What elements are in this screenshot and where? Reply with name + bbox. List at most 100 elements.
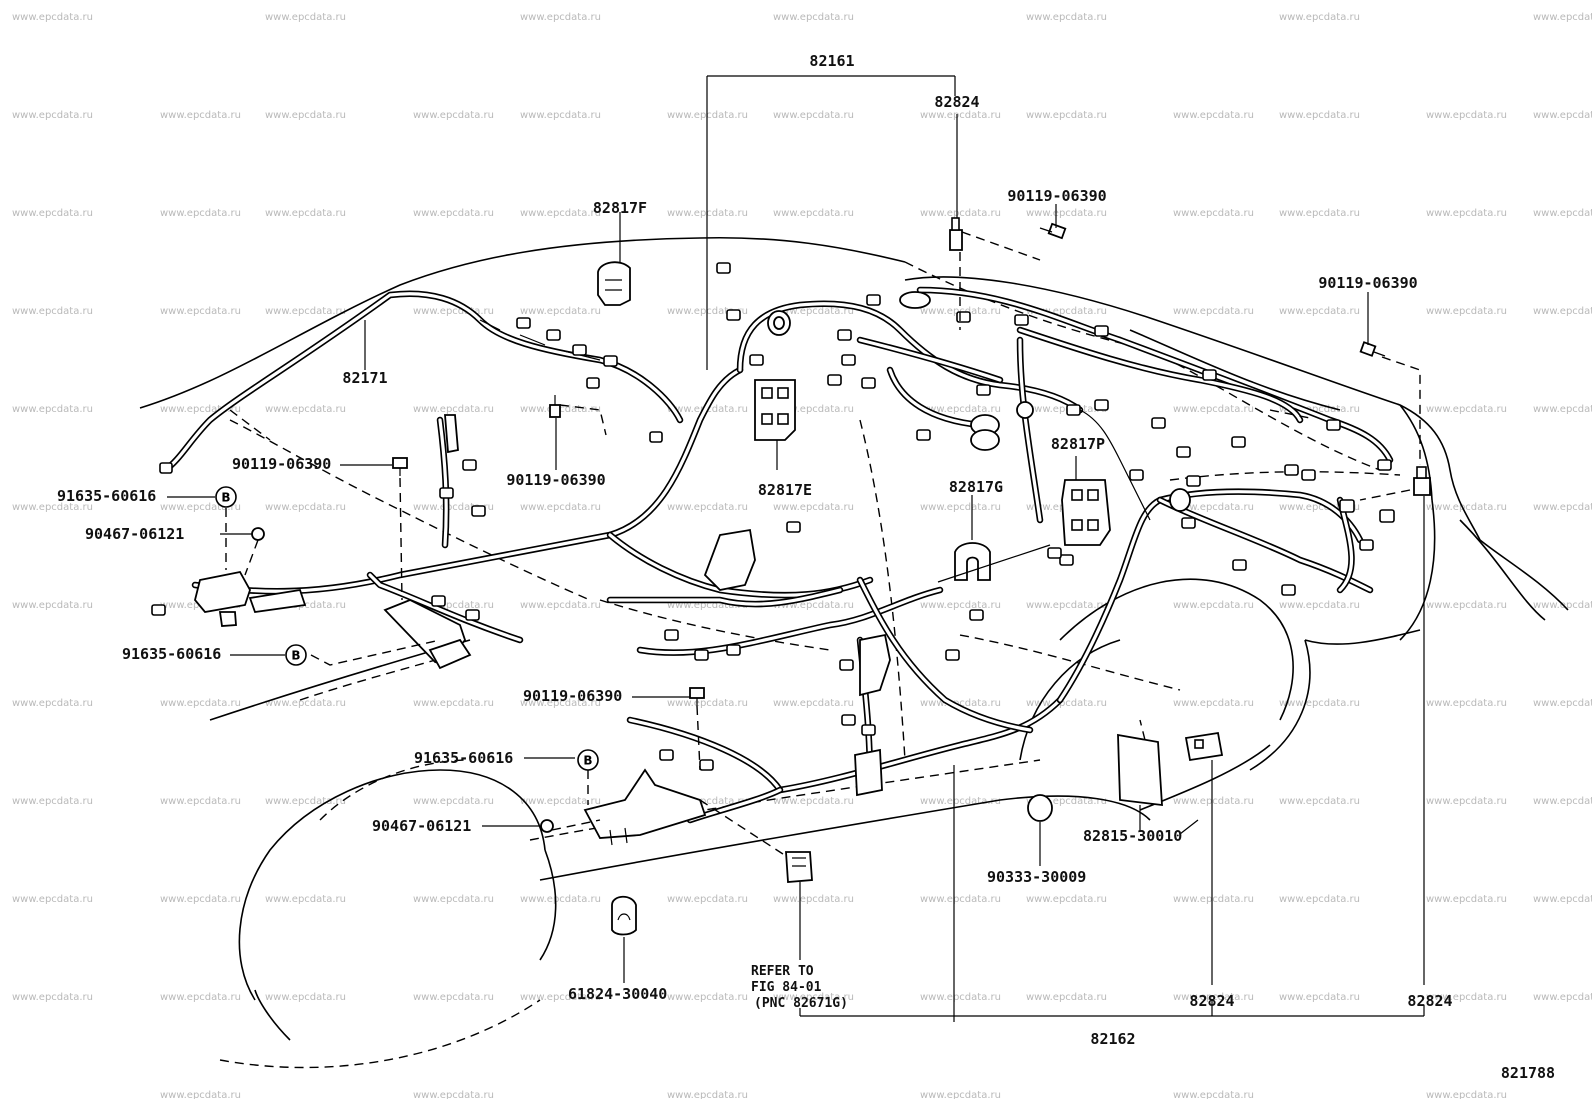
leader-lines xyxy=(167,75,1425,1022)
part-labels: 82161 82824 82817F 90119-06390 90119-063… xyxy=(57,52,1555,1082)
watermark: www.epcdata.ru xyxy=(413,110,494,121)
watermark: www.epcdata.ru xyxy=(12,698,93,709)
watermark: www.epcdata.ru xyxy=(1026,110,1107,121)
watermark: www.epcdata.ru xyxy=(920,1090,1001,1099)
b-marker-2-text: B xyxy=(291,649,300,663)
label-90119-mid: 90119-06390 xyxy=(506,471,605,489)
watermark: www.epcdata.ru xyxy=(12,110,93,121)
watermark: www.epcdata.ru xyxy=(265,208,346,219)
watermark: www.epcdata.ru xyxy=(1426,208,1507,219)
watermark: www.epcdata.ru xyxy=(520,698,601,709)
watermark: www.epcdata.ru xyxy=(413,698,494,709)
label-82815: 82815-30010 xyxy=(1083,827,1182,845)
watermark: www.epcdata.ru xyxy=(1026,698,1107,709)
watermark: www.epcdata.ru xyxy=(1426,600,1507,611)
watermark: www.epcdata.ru xyxy=(1426,894,1507,905)
watermark: www.epcdata.ru xyxy=(1173,698,1254,709)
label-90333: 90333-30009 xyxy=(987,868,1086,886)
watermark: www.epcdata.ru xyxy=(1279,992,1360,1003)
label-82817P: 82817P xyxy=(1051,435,1105,453)
watermark: www.epcdata.ru xyxy=(920,502,1001,513)
watermark: www.epcdata.ru xyxy=(413,404,494,415)
label-82161: 82161 xyxy=(809,52,854,70)
watermark: www.epcdata.ru xyxy=(1426,404,1507,415)
watermark: www.epcdata.ru xyxy=(1279,894,1360,905)
watermark: www.epcdata.ru xyxy=(12,992,93,1003)
watermark: www.epcdata.ru xyxy=(1279,502,1360,513)
watermark: www.epcdata.ru xyxy=(1026,306,1107,317)
watermark: www.epcdata.ru xyxy=(1426,796,1507,807)
watermark: www.epcdata.ru xyxy=(1173,110,1254,121)
watermark: www.epcdata.ru xyxy=(920,894,1001,905)
watermark: www.epcdata.ru xyxy=(773,894,854,905)
watermark: www.epcdata.ru xyxy=(1173,306,1254,317)
watermark: www.epcdata.ru xyxy=(1533,208,1592,219)
watermark: www.epcdata.ru xyxy=(1173,404,1254,415)
watermark: www.epcdata.ru xyxy=(1173,992,1254,1003)
watermark: www.epcdata.ru xyxy=(1533,110,1592,121)
watermark: www.epcdata.ru xyxy=(1279,12,1360,23)
b-marker-1 xyxy=(215,486,237,508)
label-82824-top: 82824 xyxy=(934,93,979,111)
label-90119-right: 90119-06390 xyxy=(1318,274,1417,292)
watermark: www.epcdata.ru xyxy=(520,12,601,23)
label-82162: 82162 xyxy=(1090,1030,1135,1048)
watermark: www.epcdata.ru xyxy=(773,600,854,611)
bolt-mid xyxy=(549,395,561,418)
b-marker-2 xyxy=(285,644,307,666)
watermark: www.epcdata.ru xyxy=(667,894,748,905)
label-refer-line2: FIG 84-01 xyxy=(751,980,822,995)
watermark: www.epcdata.ru xyxy=(1173,208,1254,219)
watermark: www.epcdata.ru xyxy=(12,306,93,317)
junction-blocks xyxy=(194,217,1431,936)
label-91635-a: 91635-60616 xyxy=(57,487,156,505)
watermark: www.epcdata.ru xyxy=(1426,1090,1507,1099)
watermark: www.epcdata.ru xyxy=(413,992,494,1003)
label-82171: 82171 xyxy=(342,369,387,387)
watermark: www.epcdata.ru xyxy=(413,208,494,219)
watermark: www.epcdata.ru xyxy=(773,502,854,513)
watermark: www.epcdata.ru xyxy=(920,796,1001,807)
b-marker-3 xyxy=(577,749,599,771)
label-90119-left: 90119-06390 xyxy=(232,455,331,473)
watermark: www.epcdata.ru xyxy=(265,894,346,905)
label-90467-b: 90467-06121 xyxy=(372,817,471,835)
b-marker-3-text: B xyxy=(583,754,592,768)
watermark: www.epcdata.ru xyxy=(1173,894,1254,905)
watermark: www.epcdata.ru xyxy=(1533,698,1592,709)
label-82817E: 82817E xyxy=(758,481,812,499)
watermark: www.epcdata.ru xyxy=(667,502,748,513)
watermark: www.epcdata.ru xyxy=(1533,796,1592,807)
watermark: www.epcdata.ru xyxy=(667,600,748,611)
watermark: www.epcdata.ru xyxy=(1279,600,1360,611)
watermark: www.epcdata.ru xyxy=(520,894,601,905)
bolt-left xyxy=(392,457,408,476)
watermark: www.epcdata.ru xyxy=(920,208,1001,219)
watermark: www.epcdata.ru xyxy=(920,404,1001,415)
label-90467-a: 90467-06121 xyxy=(85,525,184,543)
watermark: www.epcdata.ru xyxy=(667,992,748,1003)
watermark: www.epcdata.ru xyxy=(12,208,93,219)
bolt-low xyxy=(689,687,705,706)
watermark: www.epcdata.ru xyxy=(773,404,854,415)
watermark: www.epcdata.ru xyxy=(160,796,241,807)
label-refer-line3: (PNC 82671G) xyxy=(754,996,848,1011)
watermark: www.epcdata.ru xyxy=(1173,796,1254,807)
watermark: www.epcdata.ru xyxy=(520,796,601,807)
watermark: www.epcdata.ru xyxy=(1173,502,1254,513)
watermark: www.epcdata.ru xyxy=(1026,796,1107,807)
b-markers: B B B xyxy=(215,486,599,771)
watermark: www.epcdata.ru xyxy=(773,992,854,1003)
watermark: www.epcdata.ru xyxy=(1279,796,1360,807)
watermark: www.epcdata.ru xyxy=(160,110,241,121)
watermark: www.epcdata.ru xyxy=(12,600,93,611)
label-82817F: 82817F xyxy=(593,199,647,217)
watermark: www.epcdata.ru xyxy=(520,600,601,611)
label-82824-bottom-left: 82824 xyxy=(1189,992,1234,1010)
nut-a xyxy=(251,527,265,541)
watermark: www.epcdata.ru xyxy=(1279,404,1360,415)
watermark: www.epcdata.ru xyxy=(265,992,346,1003)
watermark: www.epcdata.ru xyxy=(413,306,494,317)
watermark: www.epcdata.ru xyxy=(12,894,93,905)
